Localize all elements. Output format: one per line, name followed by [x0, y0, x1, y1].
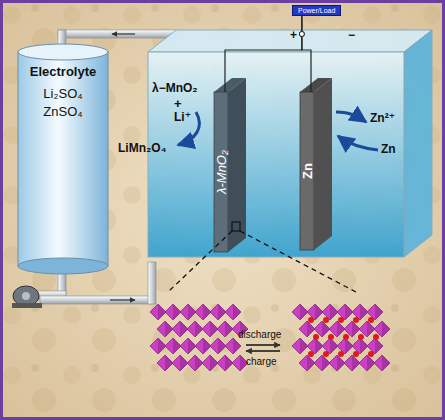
species-label: λ−MnO₂: [152, 82, 198, 94]
node-text: Zn: [300, 163, 315, 179]
terminal: [299, 32, 304, 37]
species-label: Zn²⁺: [370, 112, 395, 124]
power-load-box: Power/Load: [292, 5, 341, 16]
node-text: Electrolyte: [20, 64, 106, 79]
species-label: Li⁺: [174, 111, 191, 123]
process-label: charge: [246, 357, 277, 367]
process-label: discharge: [238, 330, 281, 340]
electrolyte-tank: ElectrolyteLi₂SO₄ ZnSO₄: [20, 64, 106, 121]
node-text: λ-MnO₂: [214, 150, 229, 194]
species-label: LiMn₂O₄: [118, 142, 166, 154]
species-label: +: [174, 97, 182, 110]
terminal: [299, 32, 304, 37]
species-label: Zn: [381, 143, 396, 155]
terminal-sign: −: [348, 29, 355, 41]
zinc-plate: Zn: [300, 92, 314, 250]
wire: [225, 16, 302, 92]
node-text: Li₂SO₄ ZnSO₄: [35, 85, 91, 121]
cathode-plate: λ-MnO₂: [214, 92, 228, 252]
node-text: Power/Load: [298, 7, 335, 14]
terminal-sign: +: [290, 29, 297, 41]
wire: [302, 16, 311, 92]
